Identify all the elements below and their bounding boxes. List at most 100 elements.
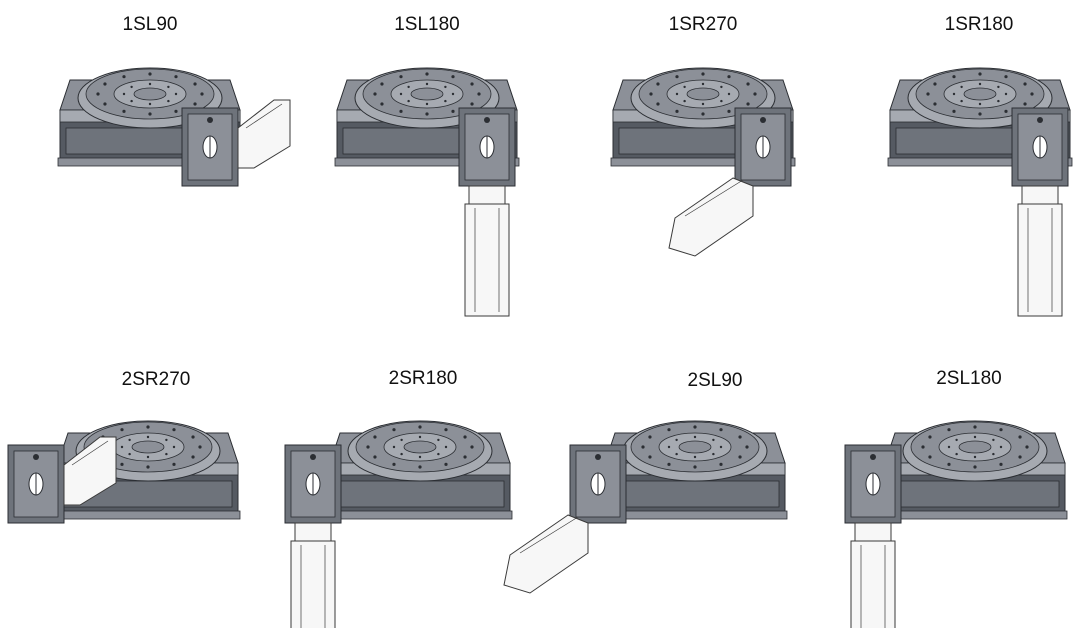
label-2SL90: 2SL90 (687, 370, 743, 391)
bolt-hole-inner (400, 438, 403, 442)
bolt-hole (667, 462, 671, 466)
bolt-hole (926, 92, 930, 96)
bolt-hole (933, 82, 937, 86)
bolt-hole (470, 102, 474, 106)
housing-window (610, 480, 780, 508)
rotary-table-2SR270 (7, 420, 241, 524)
bolt-hole (656, 82, 660, 86)
bolt-hole-inner (122, 92, 126, 96)
base-foot (887, 157, 1073, 167)
disk-center (686, 87, 720, 101)
bolt-hole-inner (960, 99, 963, 103)
bolt-hole-inner (683, 85, 686, 89)
bolt-hole-inner (130, 99, 133, 103)
disk-center (678, 440, 712, 454)
rotary-table-2SR180 (284, 420, 513, 628)
bolt-hole (1018, 455, 1022, 459)
bolt-hole-inner (992, 438, 995, 442)
label-1SL90: 1SL90 (122, 14, 178, 35)
bolt-hole (148, 112, 152, 116)
bolt-hole-inner (425, 82, 429, 86)
bolt-hole (1023, 102, 1027, 106)
servo-motor (237, 99, 291, 169)
disk-center (133, 87, 167, 101)
bolt-hole (103, 102, 107, 106)
base-foot (610, 157, 796, 167)
bolt-hole (148, 72, 152, 76)
rotary-table-1SL180 (334, 67, 520, 317)
bolt-hole (477, 92, 481, 96)
bolt-hole-inner (130, 85, 133, 89)
servo-motor (503, 514, 589, 594)
bolt-hole (1004, 109, 1008, 113)
servo-motor (668, 177, 754, 257)
disk-center (403, 440, 437, 454)
bolt-hole-inner (425, 102, 429, 106)
bolt-hole (648, 435, 652, 439)
bolt-hole (675, 109, 679, 113)
motor-adapter (854, 522, 892, 542)
bolt-hole-inner (172, 445, 176, 449)
bolt-hole (120, 462, 124, 466)
base-foot (882, 510, 1068, 520)
bolt-hole (738, 435, 742, 439)
disk-center (410, 87, 444, 101)
base-foot (334, 157, 520, 167)
bolt-hole (373, 455, 377, 459)
bolt-hole (366, 445, 370, 449)
bolt-hole-inner (165, 452, 168, 456)
bolt-hole-inner (444, 85, 447, 89)
bolt-hole (641, 445, 645, 449)
bolt-hole (701, 112, 705, 116)
bolt-hole-inner (444, 99, 447, 103)
bolt-hole-inner (683, 99, 686, 103)
bolt-hole (373, 435, 377, 439)
disk-center (963, 87, 997, 101)
base-foot (55, 510, 241, 520)
bolt-hole-inner (148, 102, 152, 106)
bolt-hole-inner (701, 82, 705, 86)
bolt-hole (947, 462, 951, 466)
motor-edge (684, 179, 744, 217)
bolt-hole-inner (400, 452, 403, 456)
bolt-hole-inner (675, 452, 678, 456)
bolt-hole (973, 465, 977, 469)
bolt-hole (470, 82, 474, 86)
bolt-hole-inner (418, 455, 422, 459)
bolt-hole-inner (960, 85, 963, 89)
bolt-hole (444, 462, 448, 466)
bolt-hole (973, 425, 977, 429)
bolt-hole (191, 435, 195, 439)
bolt-hole-inner (978, 102, 982, 106)
bolt-hole (1030, 92, 1034, 96)
bolt-hole (921, 445, 925, 449)
bolt-hole-inner (712, 438, 715, 442)
bolt-hole (978, 112, 982, 116)
gearbox-bolt (207, 117, 213, 123)
bolt-hole-inner (712, 452, 715, 456)
bolt-hole (947, 428, 951, 432)
bolt-hole-inner (973, 455, 977, 459)
motor-adapter (294, 522, 332, 542)
bolt-hole-inner (165, 438, 168, 442)
bolt-hole-inner (973, 435, 977, 439)
bolt-hole-inner (693, 455, 697, 459)
bolt-hole (172, 462, 176, 466)
bolt-hole-inner (451, 92, 455, 96)
label-1SR180: 1SR180 (944, 14, 1014, 35)
bolt-hole (667, 428, 671, 432)
bolt-hole (193, 82, 197, 86)
bolt-hole (96, 92, 100, 96)
bolt-hole-inner (148, 82, 152, 86)
bolt-hole-inner (444, 445, 448, 449)
rotary-table-1SR180 (887, 67, 1073, 317)
bolt-hole (463, 455, 467, 459)
label-2SL180: 2SL180 (936, 368, 1002, 389)
gearbox-bolt (595, 454, 601, 460)
bolt-hole-inner (693, 435, 697, 439)
bolt-hole (174, 75, 178, 79)
bolt-hole (656, 102, 660, 106)
bolt-hole (122, 75, 126, 79)
bolt-hole (380, 102, 384, 106)
servo-motor (464, 203, 510, 317)
